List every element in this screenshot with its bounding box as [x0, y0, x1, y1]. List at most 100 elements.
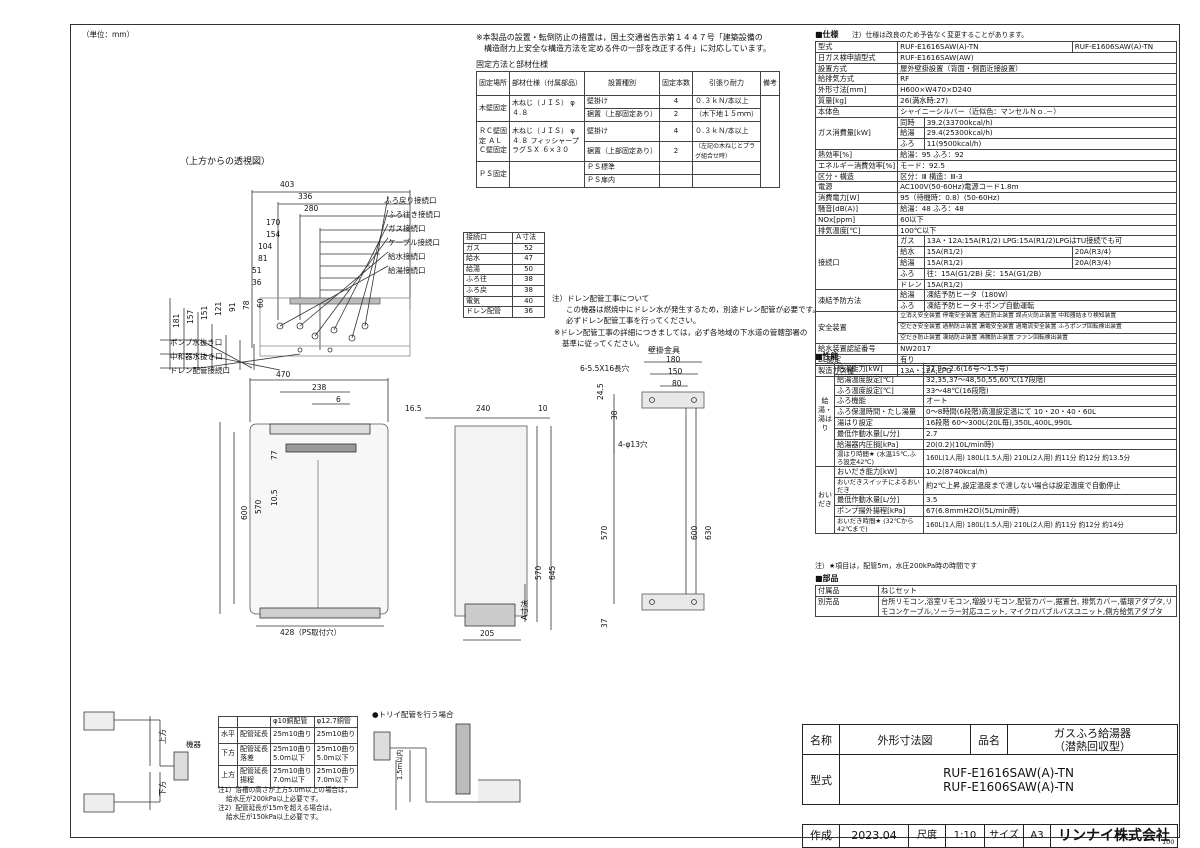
perf-group-reheat: おいだき	[815, 466, 835, 534]
spec-value: 15A(R1/2)	[923, 278, 1178, 291]
spec-value: H600×W470×D240	[897, 84, 1177, 96]
spec-value: RF	[897, 73, 1177, 86]
fix-row3-count: 4	[659, 121, 693, 142]
tb-created-label: 作成	[802, 824, 840, 848]
spec-label: 安全装置	[814, 310, 899, 345]
drawing-frame	[70, 24, 1180, 838]
bracket-h38: 38	[610, 410, 619, 420]
spec-value: 29.4(25300kcal/h)	[923, 127, 1178, 140]
pipe-row-value: 25m10曲り 7.0m以下	[313, 764, 359, 788]
spec-value: 39.2(33700kcal/h)	[923, 116, 1178, 129]
dim-336: 336	[298, 192, 313, 201]
fix-header-part: 部材仕様（付属部品）	[509, 71, 585, 96]
pipe-row-sub: 配管延長 落差	[237, 742, 271, 766]
tb-size-value: A3	[1023, 824, 1051, 848]
fix-row2-count: 2	[659, 108, 693, 122]
spec-sub: ドレン	[897, 278, 925, 291]
parts-label: 付属品	[815, 585, 879, 597]
spec-label: 区分・構造	[814, 170, 899, 183]
fix-row5-tensile	[692, 161, 761, 176]
front-view-drawing	[219, 378, 389, 627]
perf-label: おいだきスイッチによるおいだき	[834, 477, 924, 496]
a-row-value: 38	[512, 274, 545, 286]
callout-pump-drain: ポンプ水抜き口	[170, 338, 223, 347]
trap-title: ●トリイ配管を行う場合	[372, 710, 454, 719]
bracket-w150: 150	[668, 367, 683, 376]
spec-value: 95（待機時：0.8）(50-60Hz)	[897, 192, 1177, 204]
fix-row2-type: 据置（上部固定あり）	[584, 108, 660, 122]
label-upper: 上方	[158, 729, 167, 744]
bracket-hole-round: 4-φ13穴	[618, 440, 648, 449]
callout-bath-supply: ふろ往き接続口	[388, 210, 441, 219]
spec-value: 区分：Ⅲ 構造：Ⅲ-3	[897, 170, 1177, 183]
perf-title: ■性能	[815, 352, 839, 361]
drain-note-3: 必ずドレン配管工事を行ってください。	[566, 316, 701, 325]
bracket-h37: 37	[600, 618, 609, 628]
front-dim-105: 10.5	[270, 489, 279, 506]
fix-row3-tensile: ０.３ｋＮ/本以上	[692, 121, 761, 142]
perf-label: ふろ温度設定[℃]	[834, 384, 924, 397]
spec-sub: 同時	[897, 116, 925, 129]
pipe-header	[237, 716, 271, 728]
fix-row1-tensile: ０.３ｋＮ/本以上	[692, 95, 761, 109]
spec-sub: 給湯	[897, 289, 925, 302]
pipe-header	[218, 716, 238, 728]
fix-row5-type: ＰＳ標準	[584, 161, 660, 176]
a-row-name: ガス	[462, 242, 514, 255]
pipe-header: φ12.7銅管	[313, 716, 359, 728]
fix-row1-type: 壁掛け	[584, 95, 660, 109]
a-row-name: ふろ戻	[462, 284, 514, 297]
pipe-note-1b: 給水圧が200kPa以上必要です。	[226, 795, 322, 803]
perf-value: 33～48℃(16段階)	[923, 384, 1177, 397]
a-row-name: ふろ往	[462, 274, 514, 286]
spec-value: シャイニーシルバー（近似色：マンセルＮｏ.－）	[897, 105, 1177, 118]
spec-label: 本体色	[814, 105, 899, 118]
spec-value: NW2017	[897, 343, 1177, 356]
perf-value: 3.5	[923, 494, 1177, 506]
tb-scale-label: 尺度	[908, 824, 946, 848]
spec-value: AC100V(50-60Hz)電源コード1.8m	[897, 181, 1177, 194]
perf-value: 2.7	[923, 427, 1177, 440]
dim-81: 81	[258, 254, 268, 263]
pipe-note-1: 注1）浴槽の高さが上方5.0m以上の場合は，	[218, 786, 352, 794]
side-dim-10: 10	[538, 404, 548, 413]
spec-value: 屋外壁掛設置（背面・側面近接設置）	[897, 62, 1177, 75]
perf-value: 67(6.8mmH2O)(5L/min時)	[923, 504, 1177, 517]
callout-bath-return: ふろ戻り接続口	[384, 196, 437, 205]
fix-row3-place: ＲＣ壁固定 ＡＬＣ壁固定	[476, 120, 510, 163]
callout-neutralizer-drain: 中和器水抜き口	[170, 352, 223, 361]
spec-value: モード：92.5	[897, 159, 1177, 172]
fix-table: 固定場所 部材仕様（付属部品） 設置種別 固定本数 引張り耐力 備考 木壁固定 …	[476, 71, 780, 189]
spec-label: 電源	[814, 181, 899, 194]
spec-sub: ふろ	[897, 267, 925, 280]
bracket-h24-5: 24.5	[596, 383, 605, 400]
tb-created-value: 2023.04	[839, 824, 909, 848]
fix-method-title: 固定方法と部材仕様	[476, 60, 548, 69]
front-ps-hole-428: 428（PS取付穴）	[280, 628, 342, 637]
spec-label: 日ガス検申請型式	[814, 51, 899, 64]
bracket-drawing	[613, 361, 705, 611]
spec-label: エネルギー消費効率[%]	[814, 159, 899, 172]
a-header-port: 接続口	[462, 232, 514, 244]
perf-group-hotwater: 給湯・湯はり	[815, 362, 835, 468]
perf-value: 20(0.2)(10L/min時)	[923, 438, 1177, 451]
perf-value: 160L(1人用) 180L(1.5人用) 210L(2人用) 約11分 約12…	[923, 515, 1177, 534]
tb-product-value-2: （潜熱回収型）	[1054, 739, 1131, 753]
side-height-645: 645	[548, 565, 557, 580]
install-note-line2: 構造耐力上安全な構造方法を定める件の一部を改正する件」に対応しています。	[484, 44, 771, 53]
fix-row4-count: 2	[659, 140, 693, 163]
spec-sub: 給湯	[897, 256, 925, 269]
spec-label: 接続口	[814, 235, 899, 291]
bracket-h630: 630	[704, 525, 713, 540]
tb-model-2: RUF-E1606SAW(A)-TN	[943, 779, 1074, 794]
bracket-title: 壁掛金具	[648, 346, 680, 355]
spec-sub: ふろ	[897, 300, 925, 312]
trap-pipe-diagram	[373, 723, 521, 810]
pipe-row-value: 25m10曲り	[270, 726, 315, 744]
fix-row6-type: ＰＳ扉内	[584, 174, 660, 189]
vdim-121: 121	[214, 301, 223, 316]
a-row-value: 40	[512, 295, 545, 308]
a-row-value: 36	[512, 306, 545, 318]
bracket-w180: 180	[666, 355, 681, 364]
